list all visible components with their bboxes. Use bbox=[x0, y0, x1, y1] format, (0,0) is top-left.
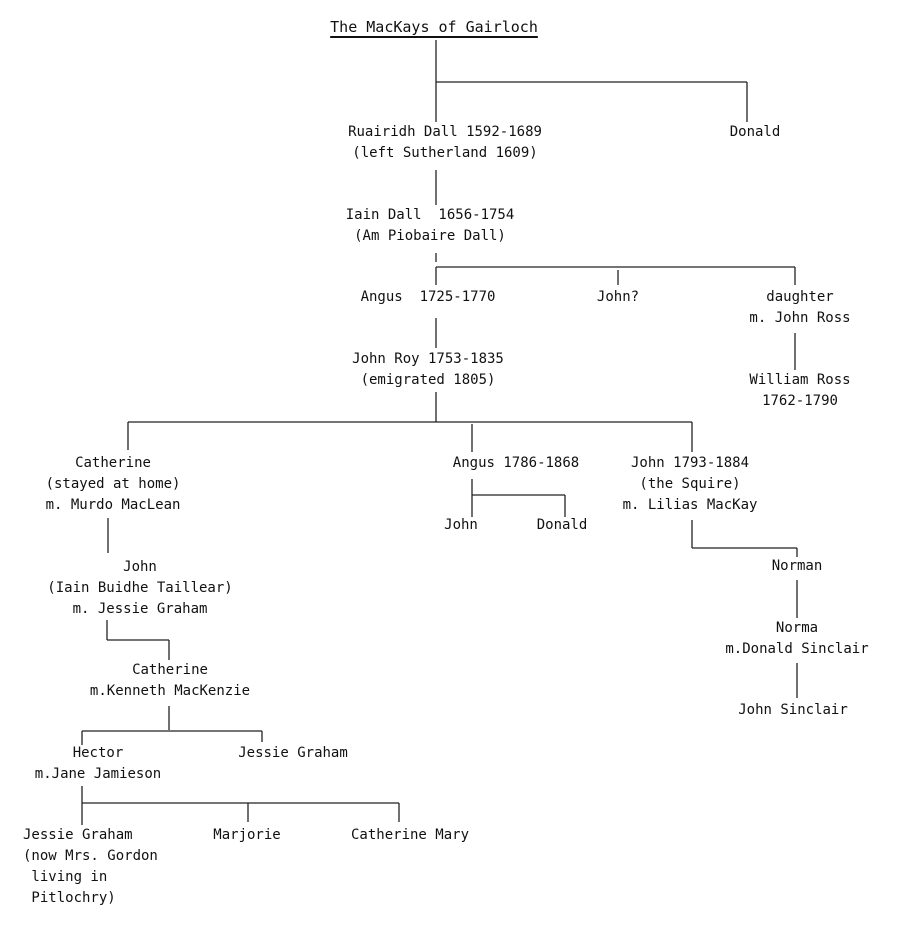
person-text-line: Donald bbox=[729, 124, 781, 140]
person-text-line: Donald bbox=[536, 517, 588, 533]
person-jessie-graham-1: Jessie Graham bbox=[238, 743, 348, 764]
person-donald-2: Donald bbox=[537, 515, 588, 536]
person-text-line: daughter bbox=[766, 289, 834, 305]
person-john-sinclair: John Sinclair bbox=[738, 700, 848, 721]
person-hector: Hector m.Jane Jamieson bbox=[35, 743, 161, 785]
person-text-line: William Ross bbox=[749, 372, 851, 388]
person-catherine-2: Catherine m.Kenneth MacKenzie bbox=[90, 660, 250, 702]
person-text-line: John Roy 1753-1835 bbox=[352, 351, 504, 367]
person-text-line: Hector bbox=[72, 745, 124, 761]
person-ruairidh: Ruairidh Dall 1592-1689 (left Sutherland … bbox=[348, 122, 542, 164]
person-william-ross: William Ross 1762-1790 bbox=[749, 370, 850, 412]
person-text-line: John 1793-1884 bbox=[630, 455, 750, 471]
person-text-line: Ruairidh Dall 1592-1689 bbox=[348, 124, 542, 140]
person-daughter: daughter m. John Ross bbox=[749, 287, 850, 329]
person-text-line: John bbox=[123, 559, 157, 575]
person-text-line: Catherine Mary bbox=[350, 827, 470, 843]
diagram-title: The MacKays of Gairloch bbox=[330, 18, 538, 36]
person-text-line: m. John Ross bbox=[749, 310, 851, 326]
person-text-line: m.Kenneth MacKenzie bbox=[89, 683, 251, 699]
person-text-line: 1762-1790 bbox=[762, 393, 838, 409]
person-text-line: Norman bbox=[771, 558, 823, 574]
person-text-line: (the Squire) bbox=[639, 476, 741, 492]
person-text-line: Catherine bbox=[75, 455, 151, 471]
person-text-line: Catherine bbox=[132, 662, 208, 678]
person-angus-1786: Angus 1786-1868 bbox=[453, 453, 579, 474]
person-text-line: John Sinclair bbox=[738, 702, 848, 718]
person-text-line: Pitlochry) bbox=[23, 890, 116, 906]
person-text-line: (stayed at home) bbox=[45, 476, 181, 492]
person-john-roy: John Roy 1753-1835 (emigrated 1805) bbox=[352, 349, 504, 391]
person-text-line: m. Murdo MacLean bbox=[45, 497, 181, 513]
person-text-line: m.Jane Jamieson bbox=[34, 766, 162, 782]
person-text-line: living in bbox=[23, 869, 108, 885]
person-text-line: (left Sutherland 1609) bbox=[352, 145, 538, 161]
person-marjorie: Marjorie bbox=[213, 825, 280, 846]
person-text-line: (Iain Buidhe Taillear) bbox=[47, 580, 233, 596]
person-text-line: Angus 1725-1770 bbox=[360, 289, 496, 305]
person-john-taillear: John (Iain Buidhe Taillear) m. Jessie Grah… bbox=[47, 557, 232, 620]
person-norman: Norman bbox=[772, 556, 823, 577]
person-text-line: John bbox=[444, 517, 478, 533]
person-text-line: John? bbox=[596, 289, 640, 305]
person-text-line: Marjorie bbox=[213, 827, 281, 843]
person-text-line: Jessie Graham bbox=[238, 745, 348, 761]
person-john-squire: John 1793-1884 (the Squire) m. Lilias MacK… bbox=[623, 453, 758, 516]
person-text-line: m. Jessie Graham bbox=[72, 601, 208, 617]
person-text-line: m. Lilias MacKay bbox=[622, 497, 758, 513]
person-text-line: Angus 1786-1868 bbox=[452, 455, 580, 471]
person-john-q: John? bbox=[597, 287, 639, 308]
person-text-line: m.Donald Sinclair bbox=[725, 641, 869, 657]
person-text-line: Iain Dall 1656-1754 bbox=[345, 207, 515, 223]
person-john-2: John bbox=[444, 515, 478, 536]
person-text-line: (emigrated 1805) bbox=[360, 372, 496, 388]
person-catherine-1: Catherine (stayed at home) m. Murdo MacLea… bbox=[46, 453, 181, 516]
person-angus-1725: Angus 1725-1770 bbox=[361, 287, 496, 308]
person-text-line: Norma bbox=[775, 620, 819, 636]
person-text-line: (Am Piobaire Dall) bbox=[354, 228, 506, 244]
person-catherine-mary: Catherine Mary bbox=[351, 825, 469, 846]
person-jessie-graham-2: Jessie Graham(now Mrs. Gordon living in … bbox=[23, 825, 158, 909]
person-iain-dall: Iain Dall 1656-1754 (Am Piobaire Dall) bbox=[346, 205, 515, 247]
person-norma: Norma m.Donald Sinclair bbox=[725, 618, 868, 660]
person-text-line: Jessie Graham bbox=[23, 827, 133, 843]
person-text-line: (now Mrs. Gordon bbox=[23, 848, 158, 864]
person-donald-1: Donald bbox=[730, 122, 781, 143]
